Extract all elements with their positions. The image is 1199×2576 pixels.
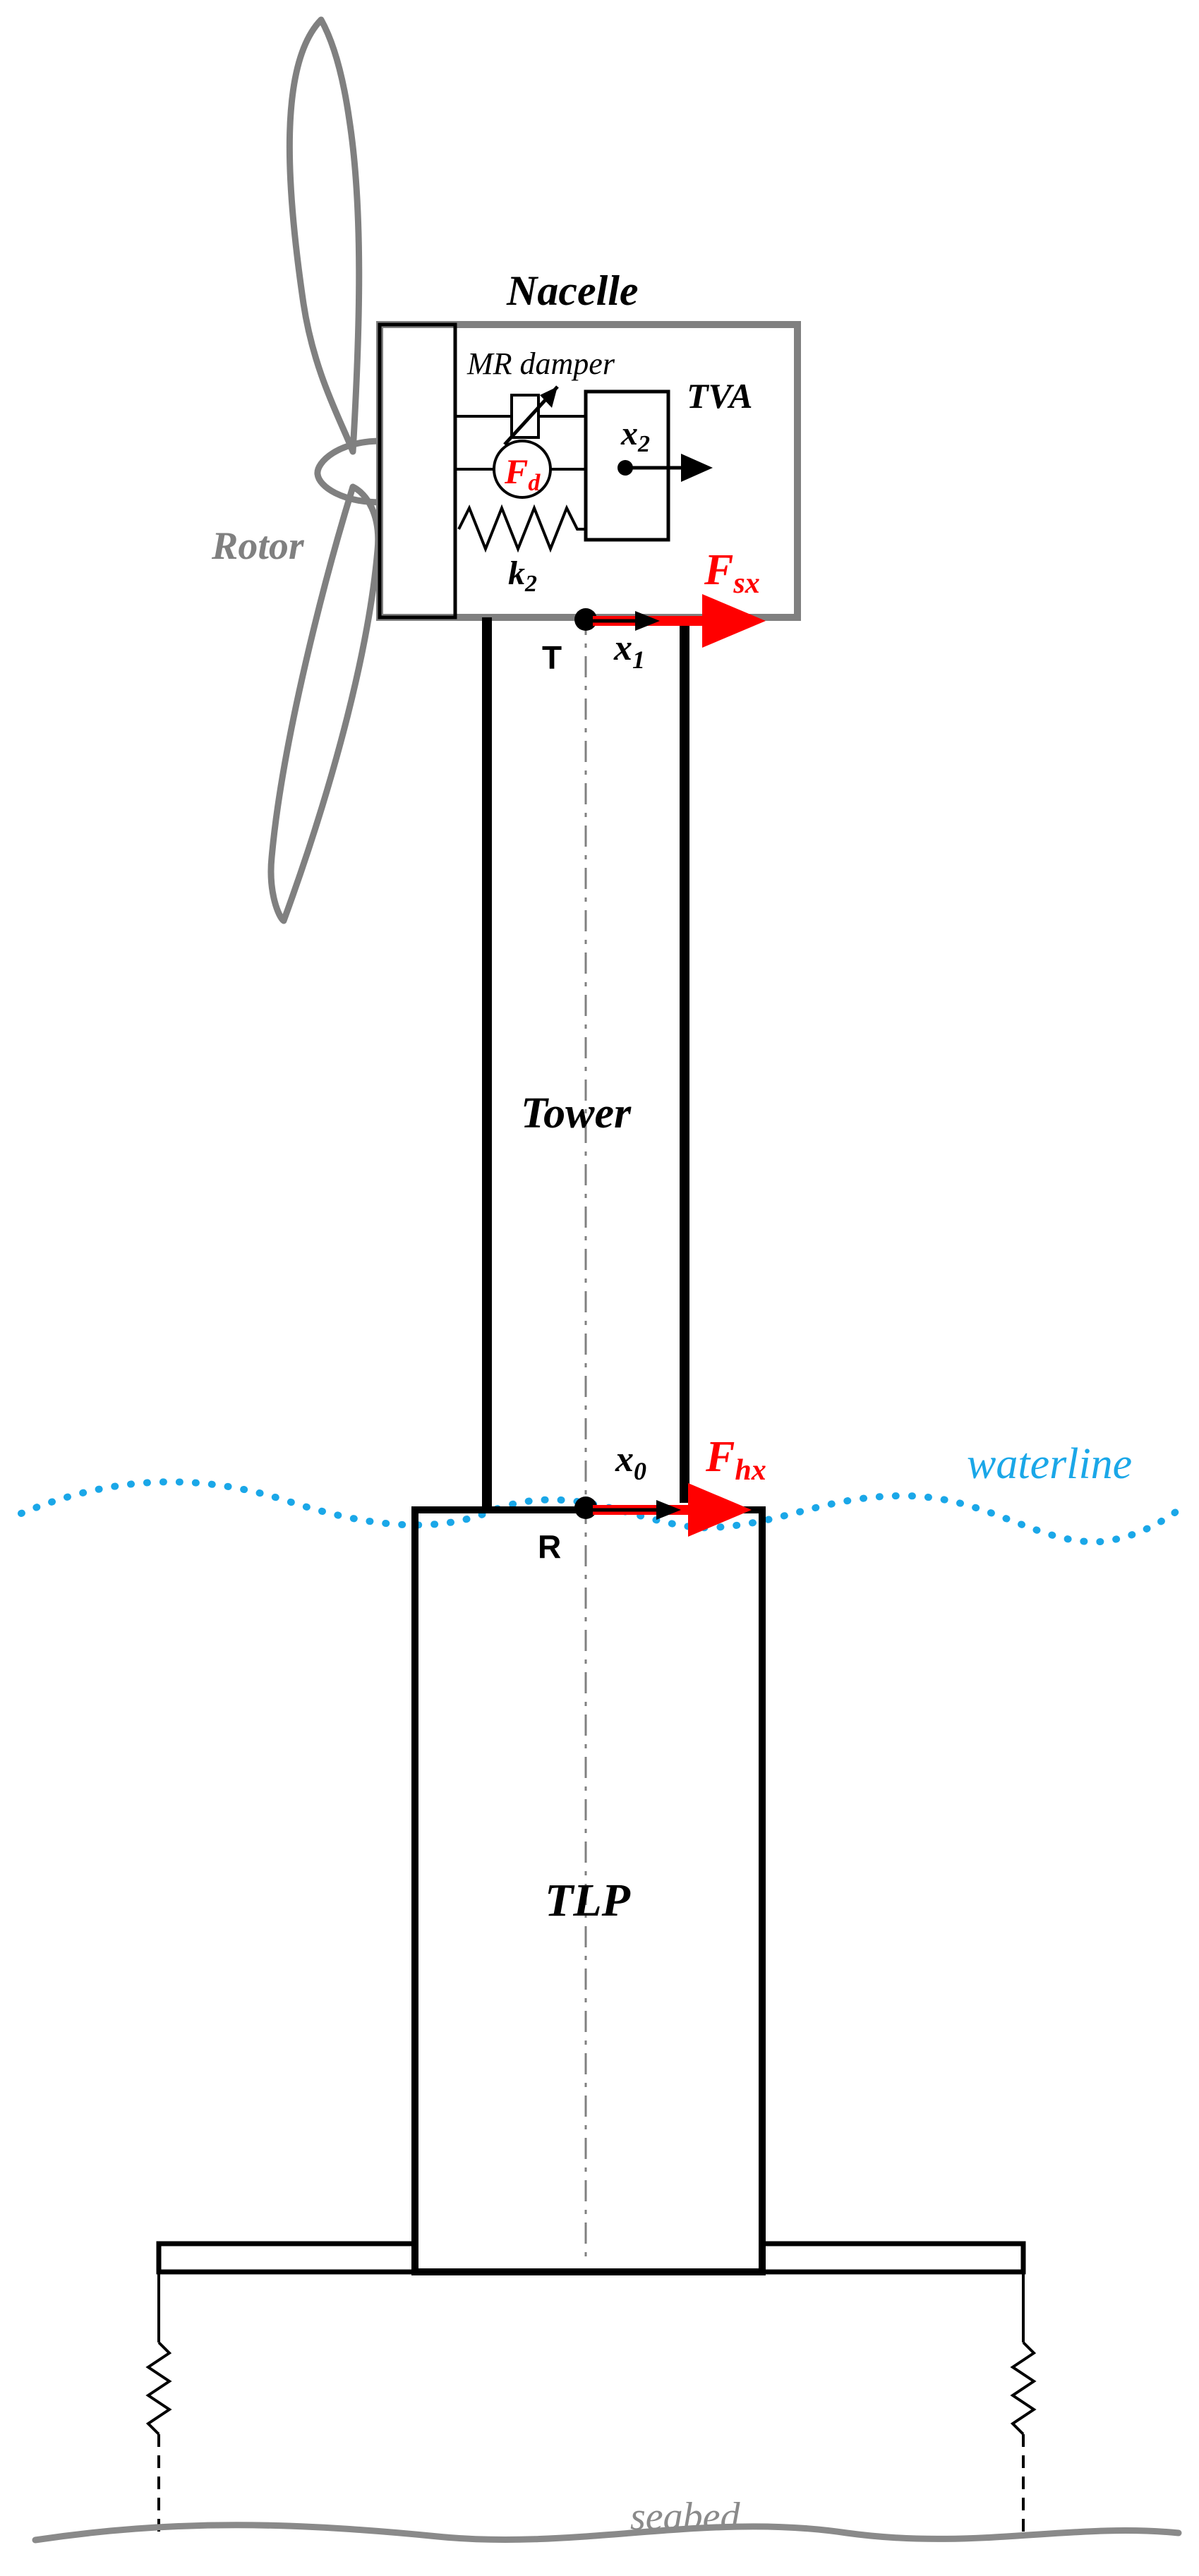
tendon-spring-right: [1010, 2341, 1037, 2436]
pontoon-left: [156, 2241, 418, 2275]
tlp-label: TLP: [545, 1875, 631, 1926]
tendons: [145, 2272, 1037, 2533]
damper-assembly: [455, 385, 586, 553]
fd-circle: [493, 440, 552, 499]
point-t-dot: [574, 608, 597, 631]
x1-label: x1: [613, 628, 645, 674]
point-t-label: T: [542, 639, 562, 676]
spring-k2: [457, 504, 586, 553]
nacelle-label: Nacelle: [506, 267, 639, 314]
nacelle: [376, 321, 801, 621]
x0-arrow-head: [656, 1500, 681, 1520]
tva-label: TVA: [687, 376, 753, 416]
rotor-hub: [314, 437, 382, 506]
fhx-label: Fhx: [705, 1433, 766, 1487]
k2-label: k2: [508, 555, 537, 597]
mr-damper-label: MR damper: [466, 346, 615, 381]
rotor-label: Rotor: [211, 524, 305, 568]
fhx-arrow-head: [688, 1483, 752, 1537]
tendon-spring-left: [145, 2341, 172, 2436]
fd-label: Fd: [504, 452, 541, 496]
rotor-blade-upper: [286, 16, 363, 455]
seabed-line: [32, 2522, 1182, 2544]
mr-damper-body: [510, 394, 540, 439]
pontoon-right: [759, 2241, 1026, 2275]
waterline-label: waterline: [967, 1440, 1132, 1488]
nacelle-front-plate: [378, 322, 457, 619]
x0-label: x0: [615, 1439, 646, 1485]
fsx-label: Fsx: [704, 546, 760, 600]
pontoons: [156, 2241, 1026, 2275]
seabed-label: seabed: [630, 2495, 741, 2539]
tower-label: Tower: [521, 1089, 632, 1137]
point-r-dot: [574, 1496, 597, 1519]
x2-label: x2: [620, 415, 650, 457]
point-r-label: R: [538, 1528, 561, 1565]
x2-arrow: [681, 454, 713, 482]
x1-arrow-head: [635, 611, 660, 631]
waterline-curve: [18, 1478, 1182, 1546]
tower: [482, 617, 689, 1503]
fsx-arrow-head: [702, 594, 766, 648]
rotor: [267, 16, 382, 924]
